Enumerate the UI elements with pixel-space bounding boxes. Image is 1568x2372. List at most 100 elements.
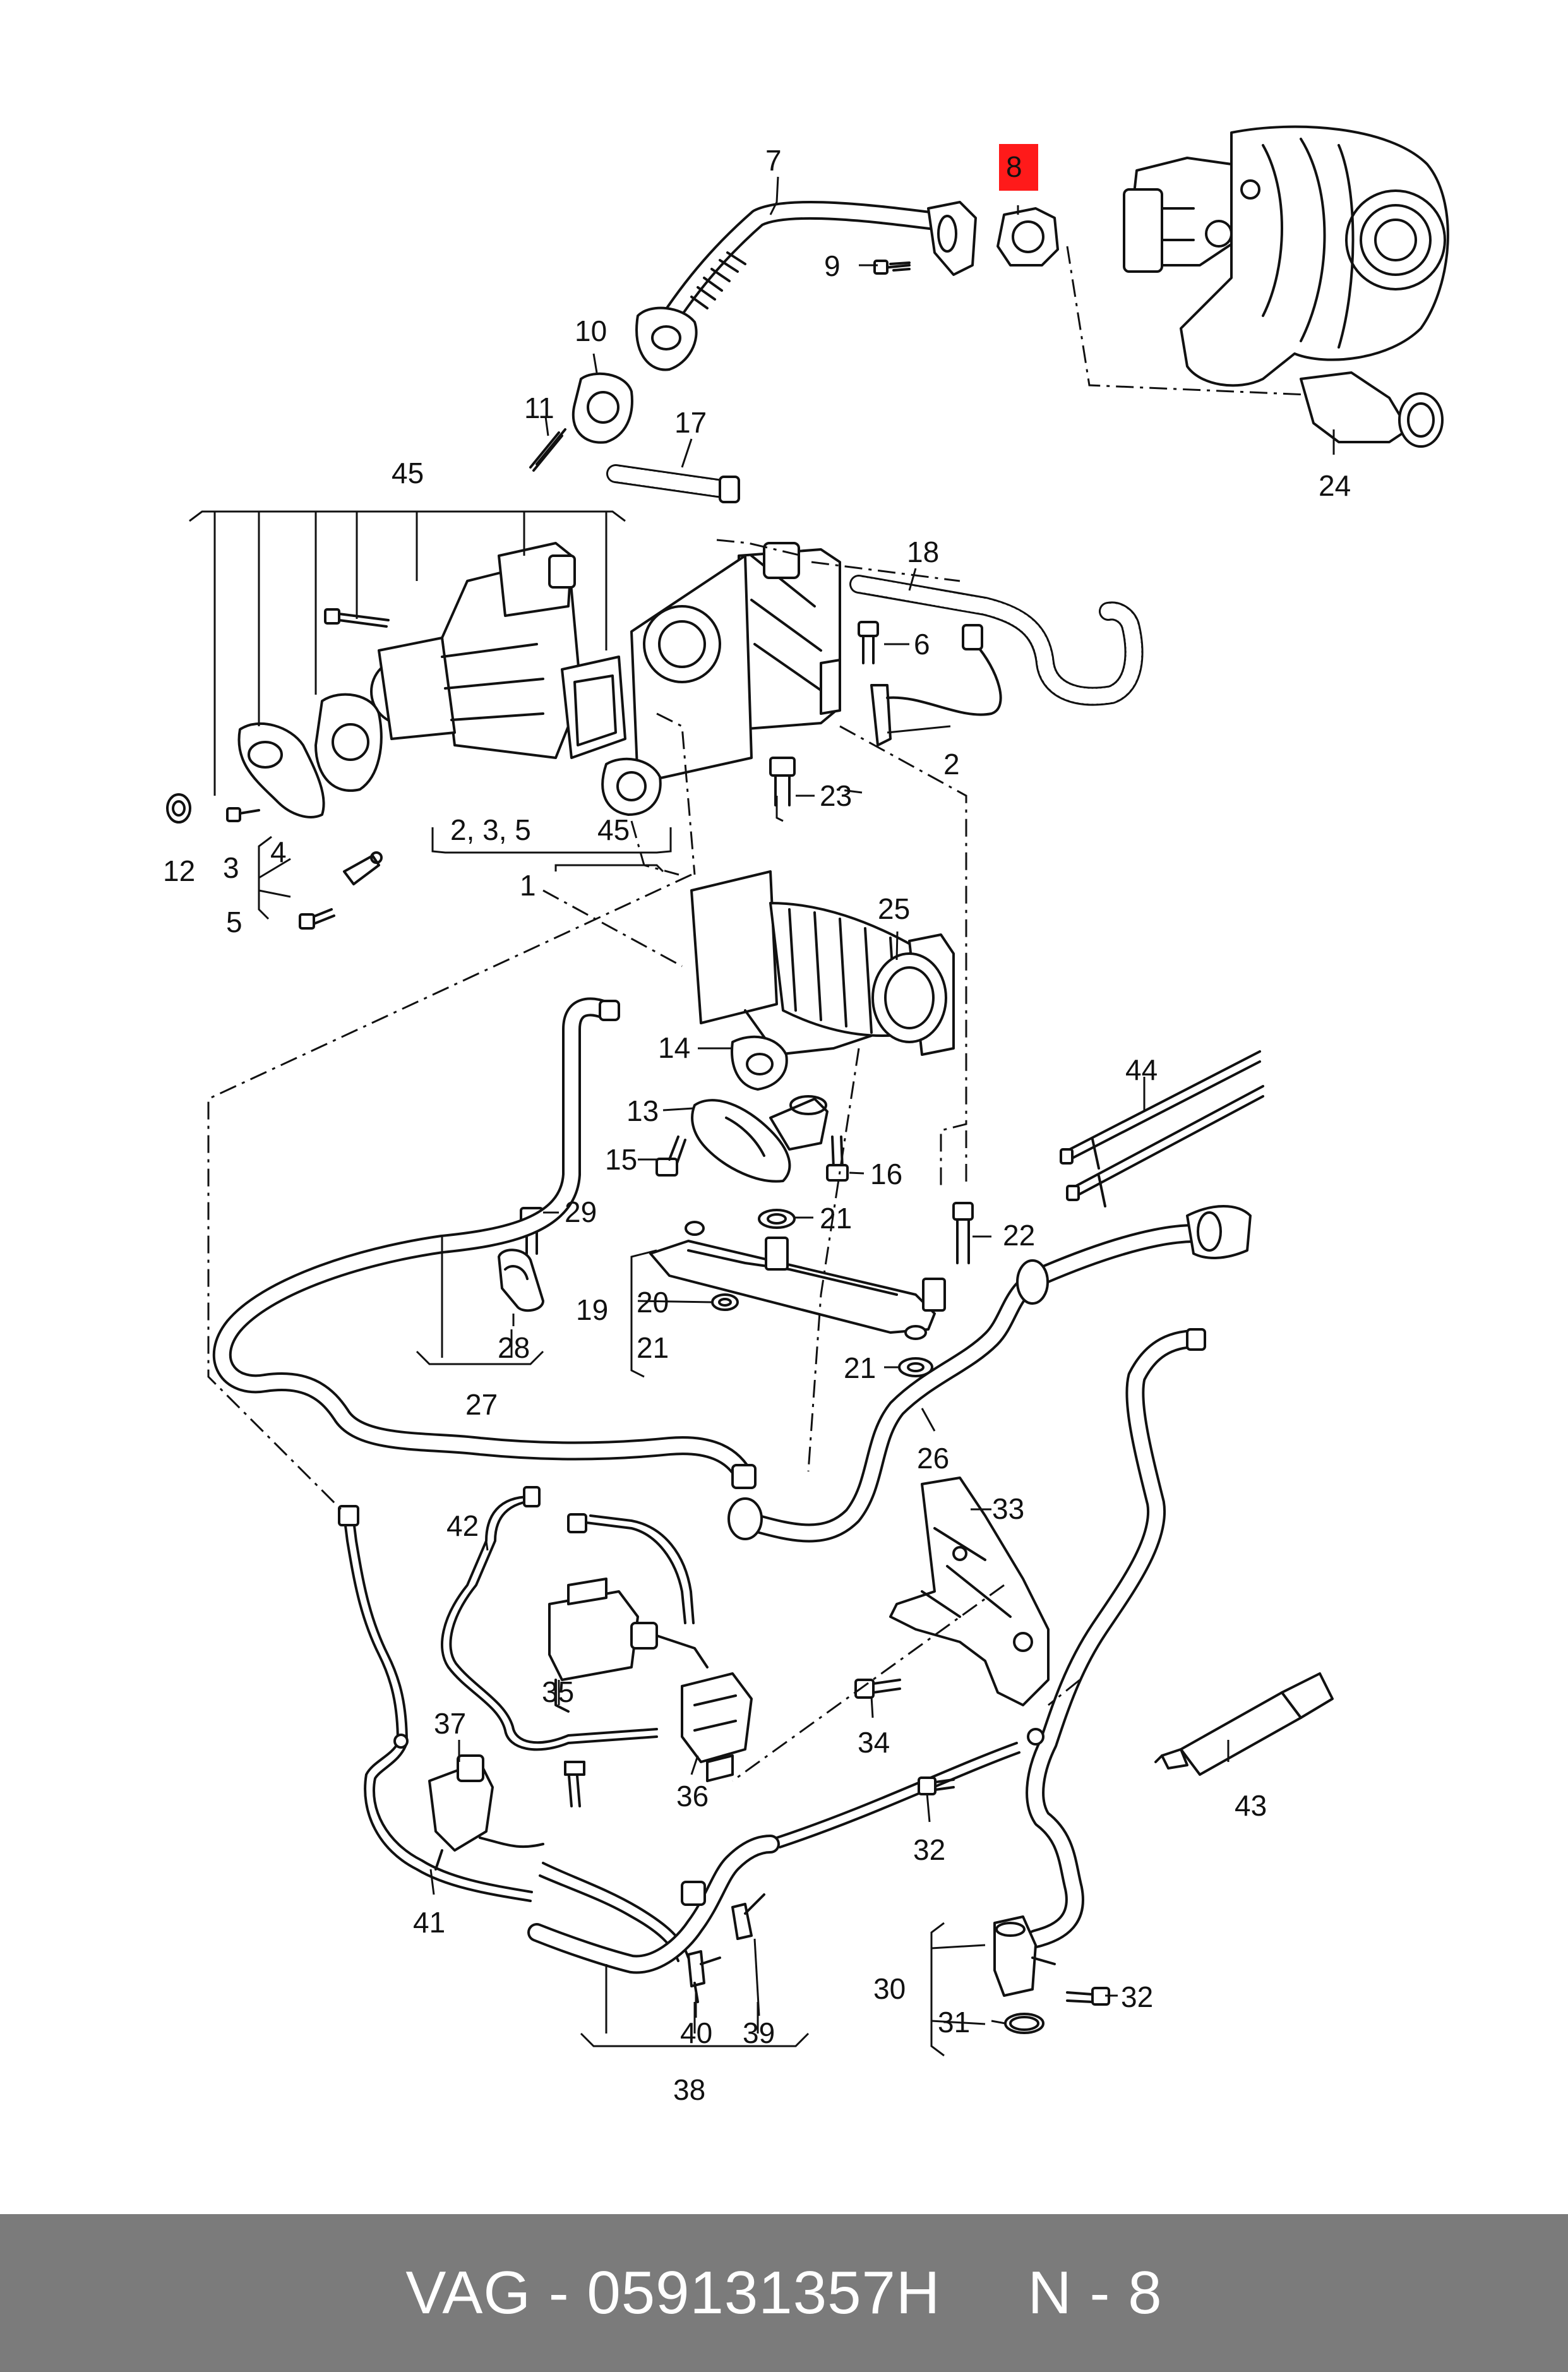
label-9: 9 (824, 249, 841, 282)
label-4: 4 (270, 836, 287, 868)
hose-assembly-38 (527, 1742, 1020, 1974)
hose-17 (606, 464, 740, 503)
footer-bar: VAG - 059131357H N - 8 (0, 2214, 1568, 2372)
label-2-3-5: 2, 3, 5 (450, 813, 531, 846)
label-39: 39 (743, 2016, 775, 2049)
label-24: 24 (1319, 469, 1351, 502)
bolt-22 (952, 1202, 974, 1264)
connector-13 (691, 1095, 829, 1183)
egr-pipe (635, 200, 977, 371)
cable-ties-44 (1060, 1050, 1264, 1207)
label-2: 2 (943, 748, 960, 781)
bolt-9 (873, 260, 911, 275)
gasket-8 (996, 207, 1059, 267)
nut-12 (166, 793, 191, 824)
label-42: 42 (446, 1509, 479, 1542)
part-labels: 7 8 9 10 11 17 24 45 18 6 2 23 12 3 4 5 … (163, 144, 1351, 2106)
label-29: 29 (565, 1195, 597, 1228)
bolt-32-lower (1066, 1987, 1110, 2006)
label-23: 23 (820, 779, 852, 812)
hose-18 (849, 575, 1144, 706)
label-45-mid: 45 (597, 813, 630, 846)
vent-hose-30 (993, 1328, 1206, 1997)
label-14: 14 (658, 1031, 690, 1064)
bolt-upper (324, 608, 390, 628)
intake-pipe (690, 870, 955, 1056)
sealant-tube-43 (1154, 1672, 1334, 1776)
sensor-4 (343, 851, 383, 885)
flange-part (237, 722, 325, 818)
label-19: 19 (576, 1293, 608, 1326)
leader-lines (429, 176, 1335, 2025)
label-8: 8 (1006, 150, 1022, 183)
highlighted-part-marker (999, 144, 1038, 191)
label-45-top: 45 (392, 457, 424, 489)
label-38: 38 (673, 2073, 705, 2106)
label-30: 30 (873, 1972, 906, 2005)
bolt-23 (769, 757, 796, 806)
turbocharger (1123, 125, 1449, 448)
vacuum-line-42 (441, 1486, 658, 1751)
tee-connector-40 (687, 1950, 721, 2003)
valve-37 (428, 1754, 544, 1871)
gasket-45 (314, 693, 383, 792)
label-35: 35 (542, 1675, 574, 1708)
diagram-drawing: 7 8 9 10 11 17 24 45 18 6 2 23 12 3 4 5 … (163, 125, 1449, 2106)
label-12: 12 (163, 854, 195, 887)
label-34: 34 (858, 1726, 890, 1759)
rubber-mount-36 (681, 1672, 753, 1782)
relationship-lines (207, 246, 1308, 1782)
label-41: 41 (413, 1906, 445, 1939)
label-32-lower: 32 (1121, 1980, 1153, 2013)
stud-11 (529, 428, 566, 472)
part-number-caption: VAG - 059131357H N - 8 (405, 2259, 1163, 2327)
grouping-brackets (189, 510, 986, 2057)
o-ring-31 (1004, 2013, 1044, 2034)
label-40: 40 (680, 2016, 712, 2049)
label-7: 7 (765, 144, 782, 177)
label-44: 44 (1125, 1053, 1158, 1086)
label-20: 20 (637, 1286, 669, 1319)
bolt-16 (826, 1135, 849, 1182)
label-32-upper: 32 (913, 1833, 945, 1866)
label-28: 28 (498, 1331, 530, 1364)
gasket-14 (731, 1035, 788, 1091)
label-5: 5 (226, 906, 242, 938)
bracket-33 (889, 1477, 1050, 1706)
label-13: 13 (626, 1094, 659, 1127)
egr-valve (370, 542, 626, 759)
label-21-mid: 21 (637, 1331, 669, 1364)
label-17: 17 (674, 406, 707, 439)
label-15: 15 (605, 1143, 637, 1176)
tee-connector-39 (731, 1893, 765, 1940)
coolant-hose-26 (212, 997, 1252, 1543)
label-6: 6 (914, 628, 930, 661)
label-10: 10 (575, 314, 607, 347)
label-27: 27 (465, 1388, 498, 1421)
label-43: 43 (1235, 1789, 1267, 1822)
label-36: 36 (676, 1780, 709, 1812)
washer-20 (711, 1293, 739, 1311)
bolt-32-upper (918, 1776, 955, 1795)
clamp-28 (498, 1249, 544, 1312)
label-16: 16 (870, 1158, 902, 1190)
label-18: 18 (907, 536, 939, 568)
sensor-2 (870, 624, 1002, 746)
bolt-6 (858, 621, 879, 664)
bolt-34 (854, 1679, 901, 1699)
label-33: 33 (992, 1492, 1024, 1525)
label-37: 37 (434, 1707, 466, 1740)
washer-21a (758, 1209, 796, 1229)
vacuum-line-41 (338, 1505, 533, 1902)
label-26: 26 (917, 1442, 949, 1475)
label-22: 22 (1003, 1219, 1035, 1252)
label-11: 11 (524, 392, 554, 424)
bolt-15 (655, 1135, 686, 1177)
label-25: 25 (878, 892, 910, 925)
bolt-5 (299, 908, 335, 930)
label-21-top: 21 (820, 1202, 852, 1235)
label-31: 31 (938, 2006, 970, 2039)
bolt-small (226, 807, 260, 822)
egr-cooler (601, 542, 841, 816)
label-21-low: 21 (844, 1351, 876, 1384)
